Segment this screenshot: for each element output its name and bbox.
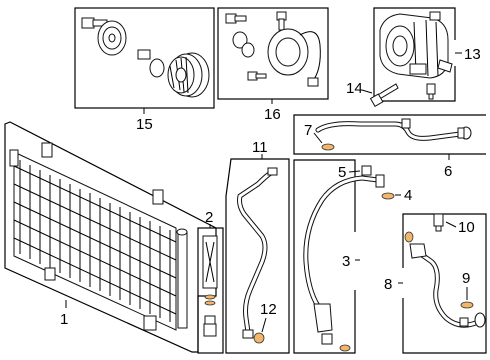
pressure-switch: [433, 213, 444, 232]
callout-5: 5: [338, 164, 346, 181]
armature-plate: [97, 20, 127, 56]
callout-6: 6: [444, 163, 452, 180]
compressor-mount-bolt: [369, 83, 399, 108]
callout-1: 1: [60, 311, 68, 328]
condenser: [9, 142, 188, 331]
coil-bolt: [225, 13, 247, 24]
callout-10: 10: [458, 219, 475, 236]
o-ring-12: [253, 332, 265, 344]
callout-13: 13: [464, 46, 481, 63]
compressor-valve: [426, 83, 436, 100]
coil-screw: [276, 11, 287, 31]
snap-ring: [149, 58, 165, 78]
group-13-frame: [373, 7, 456, 102]
o-ring-3: [339, 344, 351, 352]
group-11-frame: [225, 158, 290, 354]
leader-12: [261, 317, 267, 333]
group-8-pipe: [402, 213, 487, 354]
service-cap: [361, 165, 372, 176]
group-8-frame: [402, 213, 487, 354]
callout-15: 15: [136, 116, 153, 133]
callout-7: 7: [304, 122, 312, 139]
group-16-field-coil: [217, 7, 329, 100]
callout-14: 14: [346, 80, 363, 97]
group-3-frame: [293, 159, 356, 354]
callout-9: 9: [462, 270, 470, 287]
o-ring-9: [460, 301, 474, 309]
liquid-pipe: [237, 167, 278, 339]
group-2-dryer: [197, 227, 224, 354]
leader-7: [313, 132, 323, 144]
callout-3: 3: [342, 253, 350, 270]
group-15-clutch: [74, 7, 215, 109]
desiccant-cartridge: [202, 235, 218, 289]
leader-5: [348, 170, 361, 173]
group-11-liquid-line: [225, 158, 290, 354]
shim: [137, 49, 151, 60]
leader-14: [361, 89, 373, 94]
discharge-hose: [315, 118, 472, 141]
pulley: [167, 52, 210, 98]
leader-10: [445, 221, 457, 228]
group-6-discharge: [293, 114, 486, 155]
callout-11: 11: [252, 139, 268, 156]
coil-small-bolt: [247, 71, 267, 81]
o-ring-8: [404, 231, 414, 243]
pressure-pipe: [409, 243, 486, 328]
compressor: [379, 11, 453, 79]
group-16-frame: [217, 7, 329, 100]
dryer-plug: [203, 294, 217, 337]
coil-ring-1: [232, 31, 248, 49]
suction-hose: [303, 174, 385, 345]
o-ring-4: [381, 192, 395, 200]
callout-16: 16: [264, 106, 281, 123]
callout-12: 12: [260, 301, 277, 318]
callout-4: 4: [404, 187, 412, 204]
field-coil: [267, 28, 321, 87]
callout-8: 8: [384, 276, 392, 293]
group-3-suction: [293, 159, 395, 354]
group-6-frame: [293, 114, 486, 155]
group-3-frame-top: [337, 159, 356, 232]
o-ring-7: [321, 143, 335, 151]
coil-ring-2: [241, 42, 255, 58]
group-1-condenser: [4, 121, 217, 353]
group-13-compressor: [373, 7, 456, 102]
callout-2: 2: [205, 209, 213, 226]
